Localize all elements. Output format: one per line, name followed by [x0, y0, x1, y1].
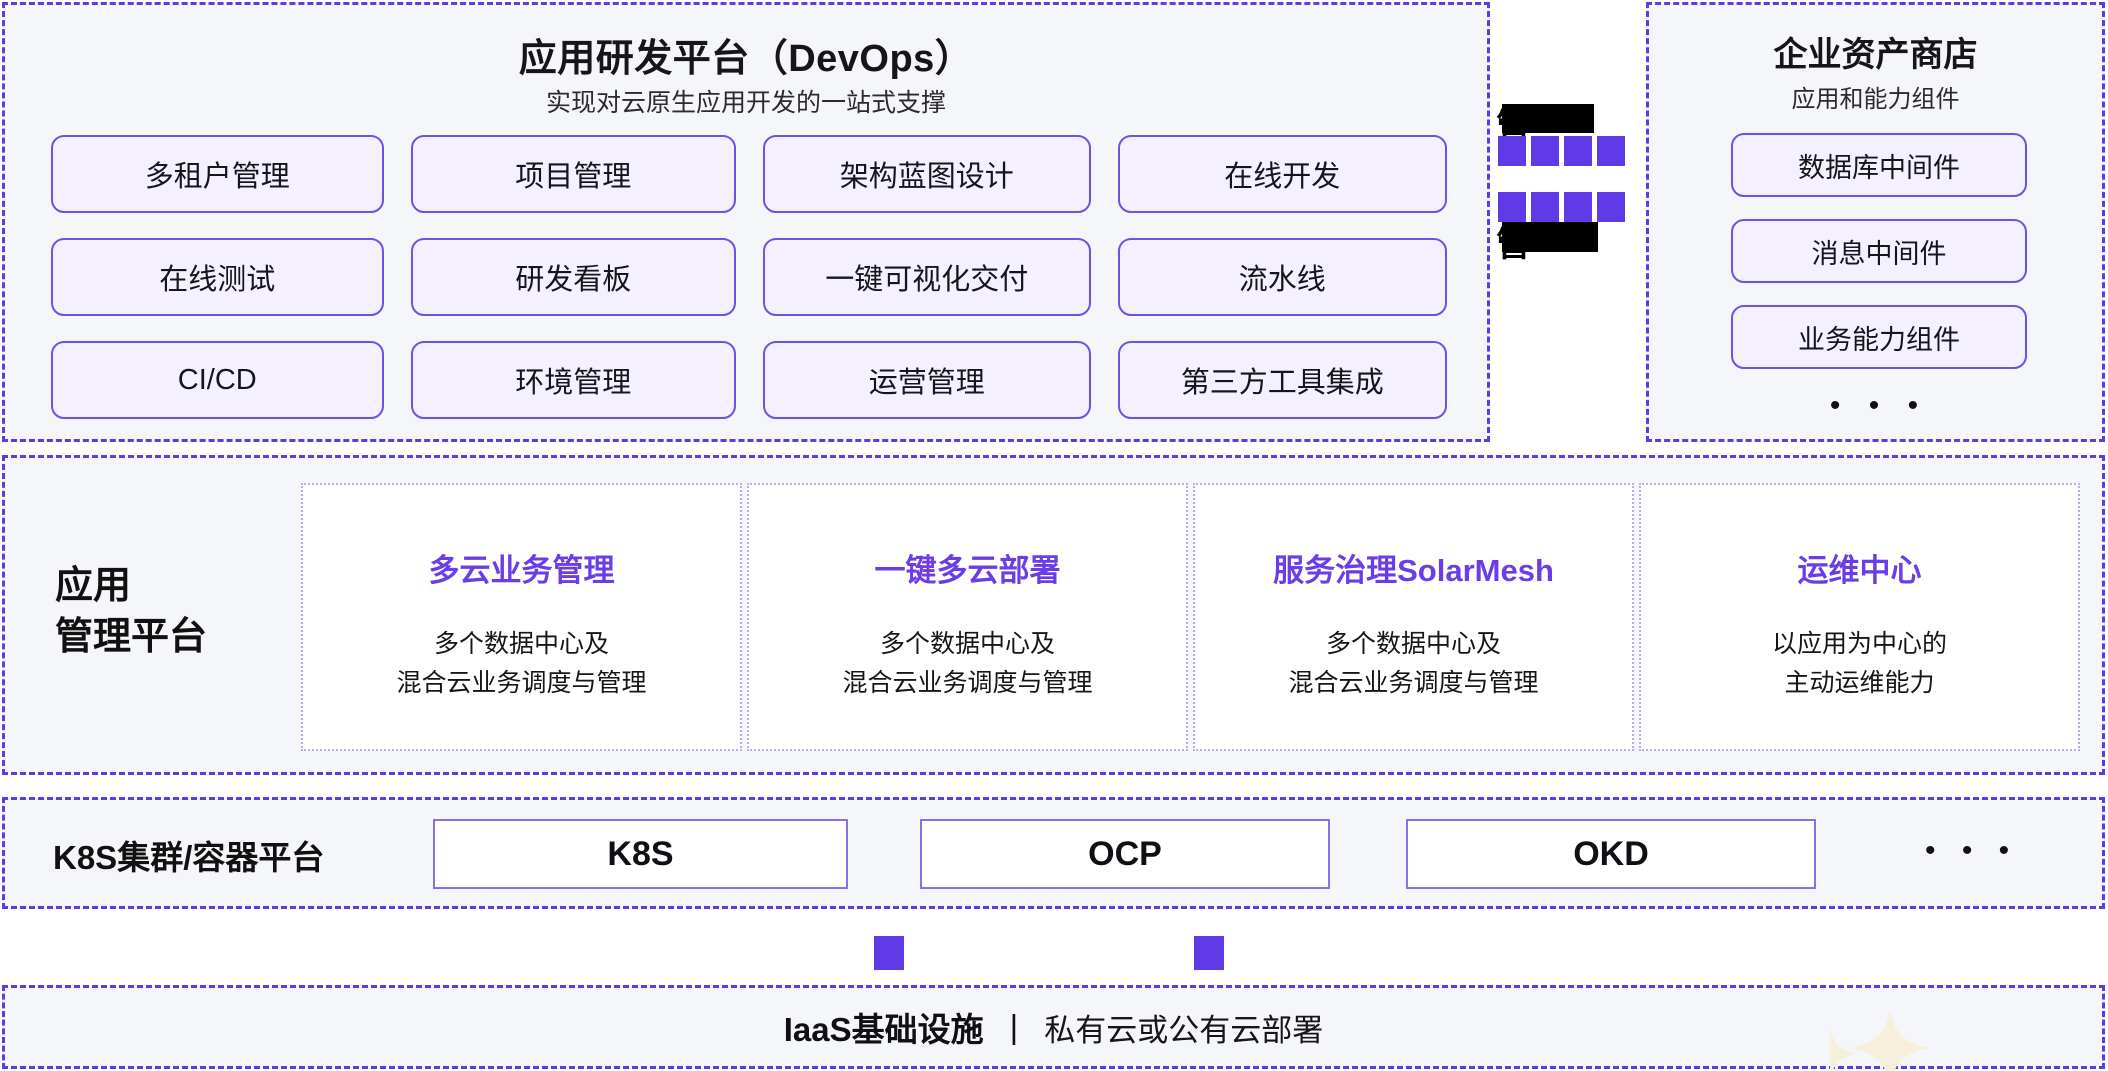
- devops-panel-subtitle: 实现对云原生应用开发的一站式支撑: [545, 89, 946, 117]
- devops-card-pipeline[interactable]: 流水线: [1117, 238, 1447, 316]
- connector-square: [1597, 192, 1625, 222]
- devops-card-environment-management[interactable]: 环境管理: [410, 341, 736, 419]
- connector-squares-bottom: [1498, 192, 1625, 222]
- mgmt-card-desc-line1: 以应用为中心的: [1771, 630, 1947, 658]
- devops-platform-panel: 应用研发平台（DevOps） 实现对云原生应用开发的一站式支撑 多租户管理 项目…: [2, 2, 1490, 442]
- mgmt-card-title: 多云业务管理: [428, 553, 615, 588]
- iaas-infrastructure-panel: IaaS基础设施 | 私有云或公有云部署: [2, 985, 2105, 1069]
- connector-square-right: [1194, 936, 1224, 970]
- devops-panel-title: 应用研发平台（DevOps）: [518, 38, 974, 80]
- enterprise-asset-store-panel: 企业资产商店 应用和能力组件 数据库中间件 消息中间件 业务能力组件 • • •: [1646, 2, 2105, 442]
- devops-card-multitenant[interactable]: 多租户管理: [51, 135, 384, 213]
- devops-card-online-development[interactable]: 在线开发: [1117, 135, 1447, 213]
- asset-store-subtitle: 应用和能力组件: [1791, 86, 1960, 113]
- asset-card-message-middleware[interactable]: 消息中间件: [1731, 219, 2027, 283]
- k8s-box-okd[interactable]: OKD: [1406, 819, 1816, 889]
- iaas-title: IaaS基础设施: [783, 1011, 984, 1048]
- mgmt-card-description: 以应用为中心的 主动运维能力: [1641, 625, 2078, 703]
- mgmt-card-operations-center[interactable]: 运维中心 以应用为中心的 主动运维能力: [1639, 483, 2080, 751]
- mgmt-card-description: 多个数据中心及 混合云业务调度与管理: [749, 625, 1186, 703]
- connector-square: [1531, 192, 1559, 222]
- mgmt-card-title: 运维中心: [1797, 553, 1922, 588]
- app-management-label-line1: 应用: [55, 565, 132, 607]
- app-management-label-line2: 管理平台: [55, 616, 208, 659]
- connector-square: [1597, 136, 1625, 166]
- mgmt-card-multicloud-business[interactable]: 多云业务管理 多个数据中心及 混合云业务调度与管理: [301, 483, 742, 751]
- middle-connector-column: 管 管: [1494, 0, 1640, 447]
- connector-square: [1498, 136, 1526, 166]
- iaas-divider: |: [1009, 1008, 1019, 1045]
- redaction-bar-bottom: [1502, 222, 1598, 252]
- mgmt-card-description: 多个数据中心及 混合云业务调度与管理: [1195, 625, 1632, 703]
- mgmt-card-desc-line2: 混合云业务调度与管理: [396, 668, 647, 697]
- k8s-cluster-panel: K8S集群/容器平台 K8S OCP OKD • • •: [2, 797, 2105, 909]
- mgmt-card-description: 多个数据中心及 混合云业务调度与管理: [303, 625, 740, 703]
- mgmt-card-desc-line2: 混合云业务调度与管理: [842, 668, 1093, 697]
- iaas-deployment-text: 私有云或公有云部署: [1044, 1012, 1324, 1048]
- mgmt-card-title: 服务治理SolarMesh: [1273, 553, 1554, 588]
- mgmt-card-desc-line1: 多个数据中心及: [879, 630, 1055, 658]
- connector-squares-top: [1498, 136, 1625, 166]
- connector-square: [1564, 136, 1592, 166]
- iaas-content: IaaS基础设施 | 私有云或公有云部署: [5, 988, 2102, 1066]
- mgmt-card-onekey-multicloud-deploy[interactable]: 一键多云部署 多个数据中心及 混合云业务调度与管理: [747, 483, 1188, 751]
- asset-store-more-ellipsis: • • •: [1829, 389, 1929, 422]
- devops-card-online-testing[interactable]: 在线测试: [51, 238, 384, 316]
- devops-row: 多租户管理 项目管理 架构蓝图设计 在线开发: [51, 135, 1447, 213]
- devops-card-visual-delivery[interactable]: 一键可视化交付: [763, 238, 1091, 316]
- k8s-more-ellipsis: • • •: [1925, 834, 2019, 867]
- asset-store-title: 企业资产商店: [1773, 36, 1978, 74]
- devops-card-operations-management[interactable]: 运营管理: [763, 341, 1091, 419]
- application-management-panel: 应用 管理平台 多云业务管理 多个数据中心及 混合云业务调度与管理 一键多云部署…: [2, 455, 2105, 775]
- devops-row: 在线测试 研发看板 一键可视化交付 流水线: [51, 238, 1447, 316]
- devops-card-project-management[interactable]: 项目管理: [410, 135, 736, 213]
- asset-card-database-middleware[interactable]: 数据库中间件: [1731, 133, 2027, 197]
- application-management-label: 应用 管理平台: [55, 561, 275, 664]
- k8s-panel-label: K8S集群/容器平台: [53, 839, 325, 876]
- mgmt-card-desc-line1: 多个数据中心及: [1325, 630, 1501, 658]
- devops-card-cicd[interactable]: CI/CD: [51, 341, 384, 419]
- connector-square: [1531, 136, 1559, 166]
- devops-capability-grid: 多租户管理 项目管理 架构蓝图设计 在线开发 在线测试 研发看板 一键可视化交付…: [51, 135, 1447, 444]
- mgmt-card-desc-line1: 多个数据中心及: [433, 630, 609, 658]
- mgmt-card-title: 一键多云部署: [874, 553, 1061, 588]
- k8s-box-k8s[interactable]: K8S: [433, 819, 848, 889]
- asset-store-item-list: 数据库中间件 消息中间件 业务能力组件 • • •: [1731, 133, 2027, 421]
- connector-square: [1564, 192, 1592, 222]
- devops-card-dev-kanban[interactable]: 研发看板: [410, 238, 736, 316]
- k8s-box-ocp[interactable]: OCP: [920, 819, 1330, 889]
- mgmt-card-desc-line2: 主动运维能力: [1784, 668, 1935, 697]
- devops-card-architecture-blueprint[interactable]: 架构蓝图设计: [763, 135, 1091, 213]
- connector-square: [1498, 192, 1526, 222]
- redaction-bar-top: [1502, 104, 1594, 133]
- connector-square-left: [874, 936, 904, 970]
- asset-card-business-capability[interactable]: 业务能力组件: [1731, 305, 2027, 369]
- devops-row: CI/CD 环境管理 运营管理 第三方工具集成: [51, 341, 1447, 419]
- mgmt-card-desc-line2: 混合云业务调度与管理: [1288, 668, 1539, 697]
- mgmt-card-service-governance-solarmesh[interactable]: 服务治理SolarMesh 多个数据中心及 混合云业务调度与管理: [1193, 483, 1634, 751]
- application-management-card-row: 多云业务管理 多个数据中心及 混合云业务调度与管理 一键多云部署 多个数据中心及…: [301, 483, 2085, 751]
- devops-card-third-party-integration[interactable]: 第三方工具集成: [1117, 341, 1447, 419]
